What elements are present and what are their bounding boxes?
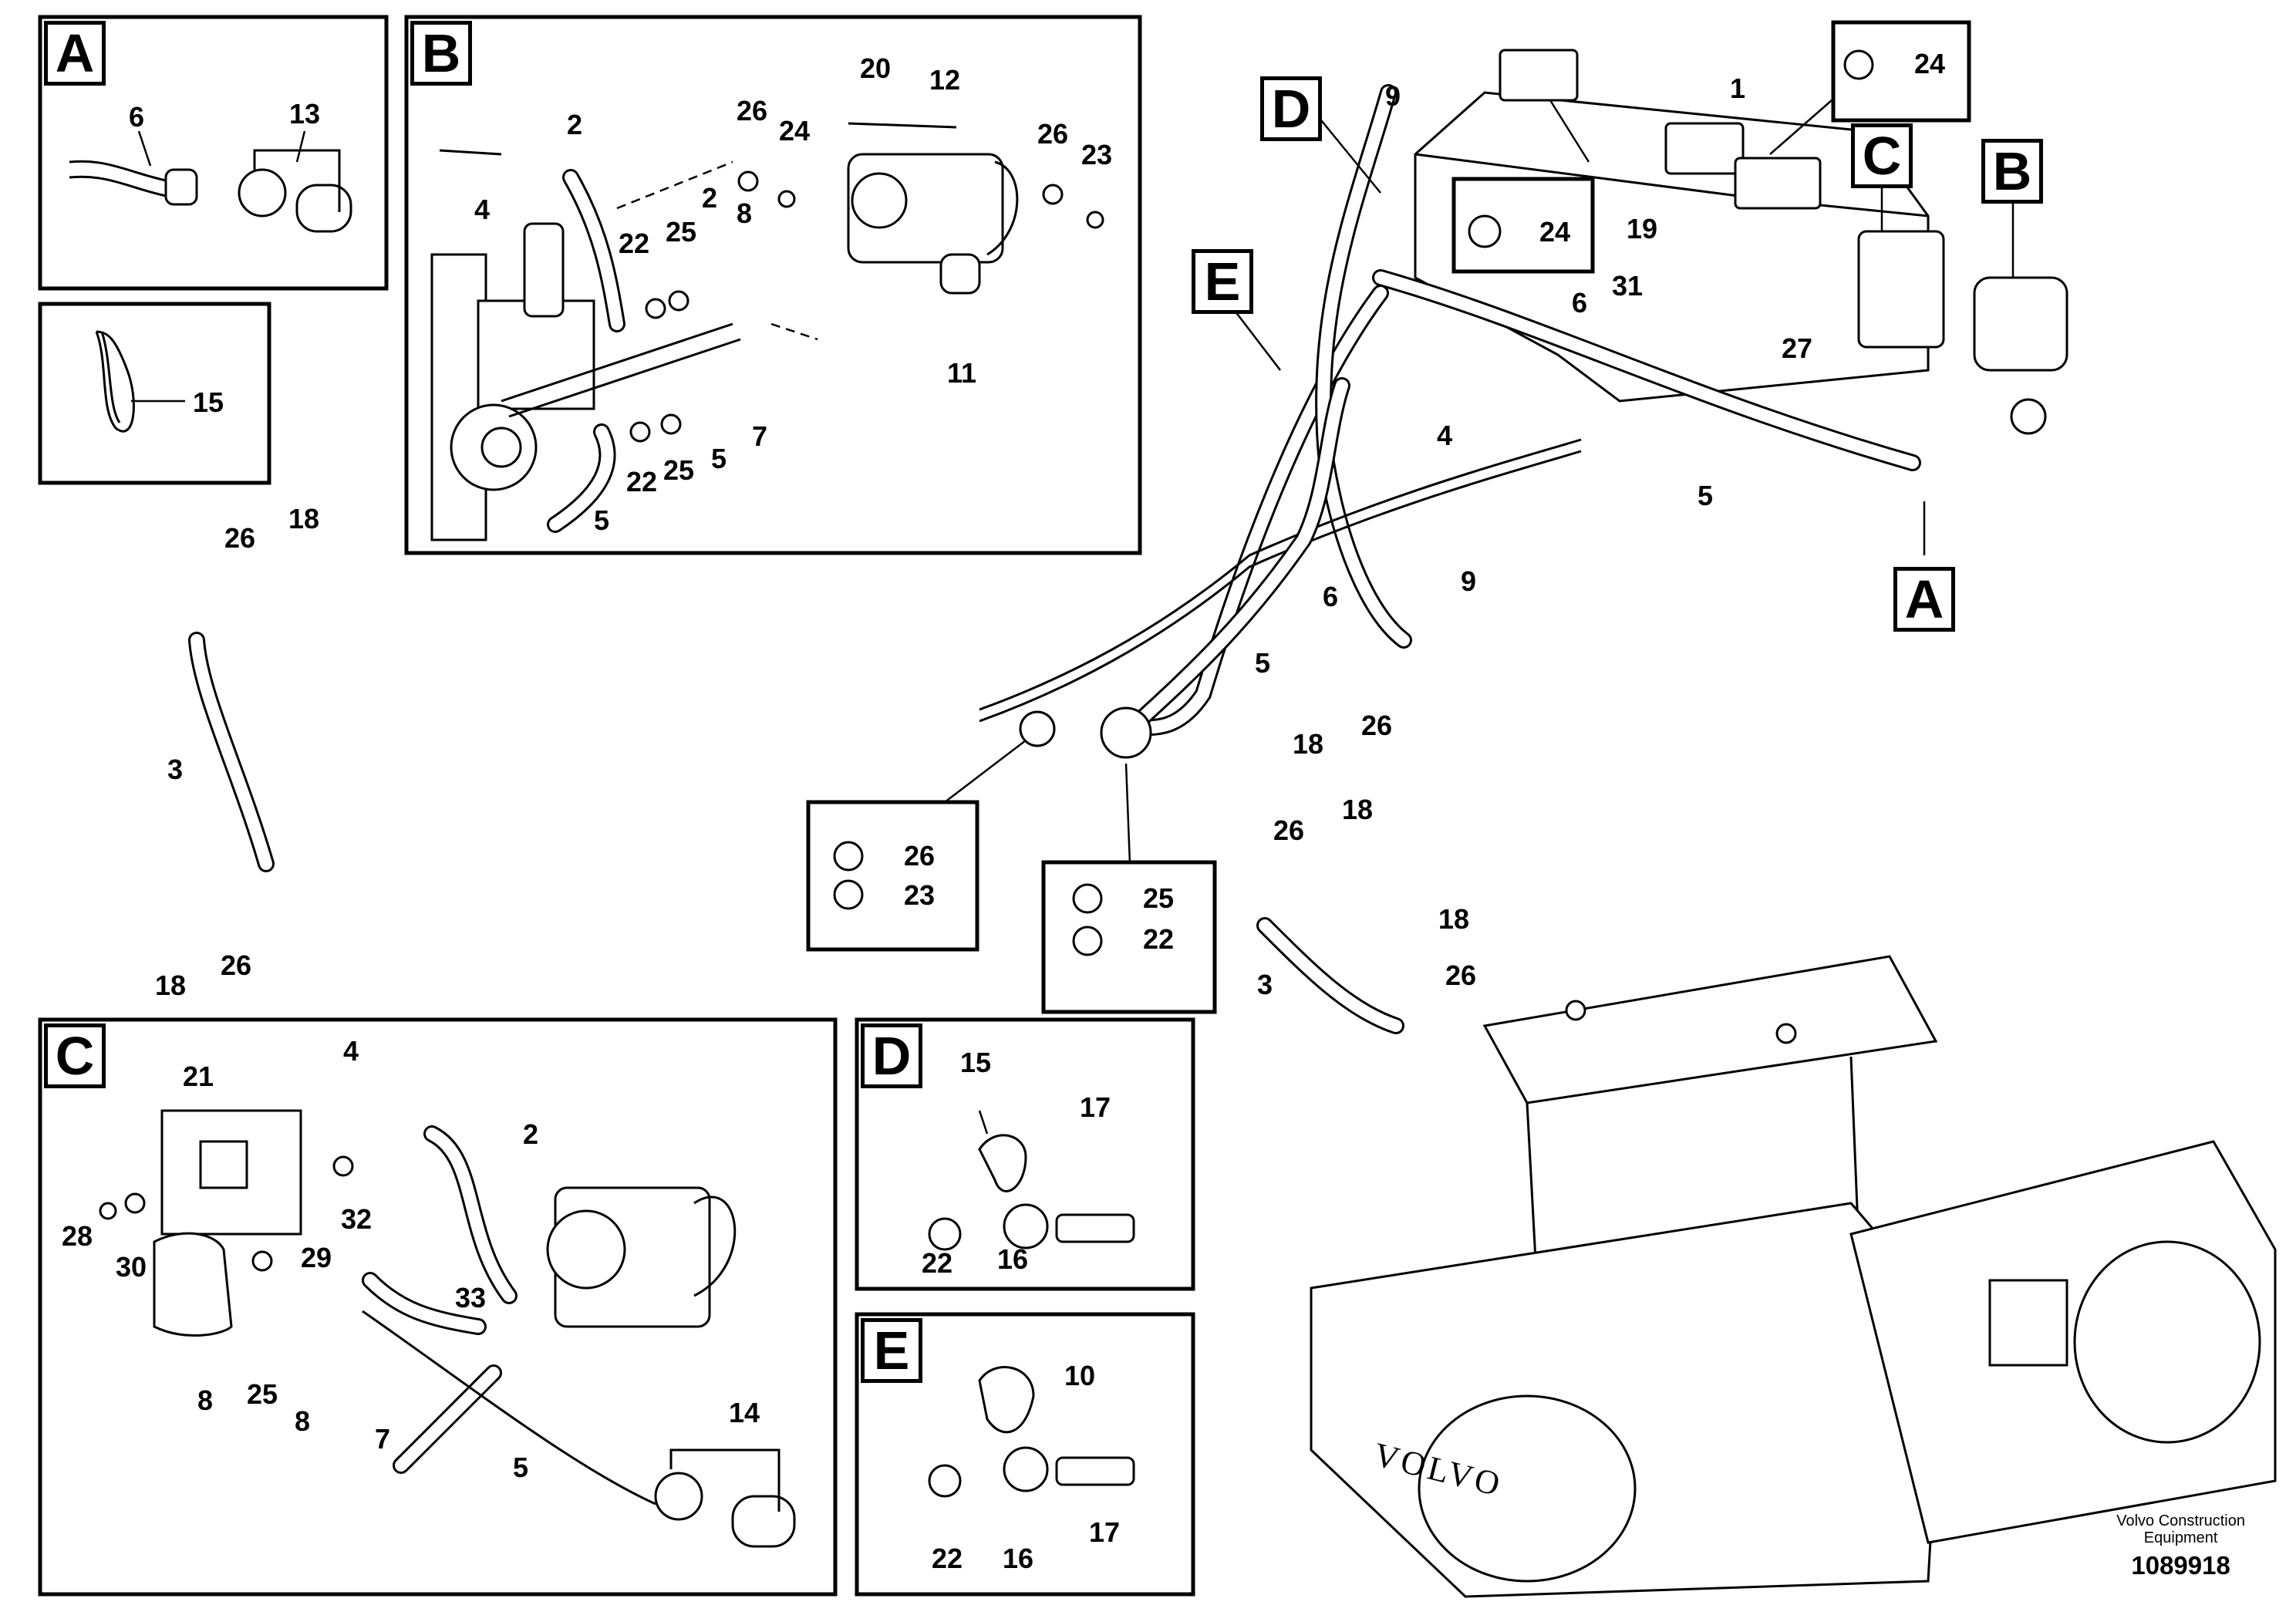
main-letter-c: C <box>1851 123 1913 188</box>
callout: 15 <box>959 1047 992 1078</box>
callout: 4 <box>474 194 491 225</box>
callout: 18 <box>1292 728 1324 760</box>
callout: 6 <box>128 101 145 133</box>
callout: 1 <box>1729 73 1746 104</box>
callout: 25 <box>663 454 695 486</box>
panel-c-letter: C <box>44 1023 106 1088</box>
callout: 13 <box>288 98 321 130</box>
brand-line-2: Equipment <box>2143 1529 2218 1546</box>
main-letter-b: B <box>1981 139 2043 204</box>
callout: 26 <box>1360 710 1393 741</box>
panel-b-letter: B <box>410 21 472 86</box>
callout: 22 <box>618 228 650 259</box>
callout: 2 <box>522 1118 539 1150</box>
roller-machine <box>1310 955 2277 1598</box>
callout: 22 <box>931 1543 963 1574</box>
callout: 6 <box>1322 581 1339 612</box>
callout: 24 <box>778 115 811 147</box>
callout: 15 <box>192 386 224 418</box>
callout: 9 <box>1460 565 1477 597</box>
panel-d-letter: D <box>861 1023 922 1088</box>
callout: 31 <box>1611 270 1644 302</box>
panel-tie <box>38 302 271 485</box>
callout: 22 <box>625 466 658 497</box>
callout: 26 <box>903 840 936 872</box>
callout: 8 <box>197 1384 214 1416</box>
callout: 18 <box>1438 903 1470 935</box>
callout: 16 <box>1002 1543 1034 1574</box>
washer-nut-box-26-23 <box>806 800 979 952</box>
callout: 6 <box>1571 287 1588 319</box>
callout: 4 <box>1436 420 1453 451</box>
panel-b <box>404 15 1142 555</box>
callout: 8 <box>736 197 753 229</box>
main-letter-e: E <box>1192 249 1253 314</box>
callout: 26 <box>224 522 256 554</box>
callout: 3 <box>1256 969 1273 1000</box>
callout: 25 <box>665 216 697 248</box>
callout: 2 <box>701 182 718 214</box>
callout: 7 <box>751 420 768 452</box>
callout: 5 <box>512 1452 529 1483</box>
callout: 19 <box>1626 213 1658 244</box>
callout: 7 <box>374 1423 391 1455</box>
callout: 26 <box>736 95 768 126</box>
callout: 9 <box>1384 80 1401 112</box>
callout: 5 <box>593 504 610 536</box>
panel-e <box>855 1312 1195 1597</box>
drawing-number: 1089918 <box>2131 1551 2230 1580</box>
callout: 11 <box>946 357 977 389</box>
main-letter-d: D <box>1260 76 1322 141</box>
callout: 26 <box>1273 814 1305 846</box>
main-assembly <box>188 49 2068 1034</box>
callout: 26 <box>220 949 252 981</box>
callout: 26 <box>1037 118 1069 150</box>
callout: 24 <box>1539 216 1571 248</box>
callout: 5 <box>1697 480 1714 511</box>
callout: 22 <box>1142 923 1175 955</box>
brand-line-1: Volvo Construction <box>2116 1512 2245 1529</box>
callout: 18 <box>1341 794 1374 825</box>
callout: 8 <box>294 1405 311 1437</box>
callout: 23 <box>903 879 936 911</box>
callout: 26 <box>1445 959 1477 991</box>
callout: 18 <box>288 503 320 534</box>
callout: 5 <box>710 443 727 474</box>
washer-nut-box-25-22 <box>1041 860 1217 1014</box>
panel-a-letter: A <box>44 21 106 86</box>
callout: 17 <box>1079 1091 1111 1123</box>
callout: 25 <box>1142 882 1175 914</box>
callout: 25 <box>246 1378 278 1410</box>
callout: 24 <box>1913 48 1946 79</box>
callout: 30 <box>115 1251 147 1283</box>
footer: Volvo Construction Equipment 1089918 <box>2116 1512 2245 1580</box>
callout: 12 <box>929 64 961 96</box>
callout: 27 <box>1781 332 1813 364</box>
panel-a <box>38 15 389 291</box>
callout: 4 <box>342 1035 359 1067</box>
callout: 5 <box>1254 647 1271 679</box>
callout: 2 <box>566 109 583 140</box>
callout: 20 <box>859 52 892 84</box>
callout: 29 <box>300 1242 332 1273</box>
callout: 28 <box>61 1220 93 1252</box>
panel-c <box>38 1017 838 1597</box>
main-letter-a: A <box>1893 567 1955 632</box>
callout: 14 <box>728 1397 760 1428</box>
callout: 17 <box>1088 1516 1121 1548</box>
callout: 10 <box>1064 1360 1096 1391</box>
panel-e-letter: E <box>861 1318 922 1383</box>
callout: 21 <box>182 1061 214 1092</box>
callout: 22 <box>921 1247 953 1279</box>
callout: 32 <box>340 1203 373 1235</box>
callout: 23 <box>1081 139 1113 170</box>
callout: 3 <box>167 754 184 785</box>
callout: 16 <box>996 1243 1029 1275</box>
callout: 18 <box>154 969 187 1001</box>
callout: 33 <box>454 1282 487 1313</box>
